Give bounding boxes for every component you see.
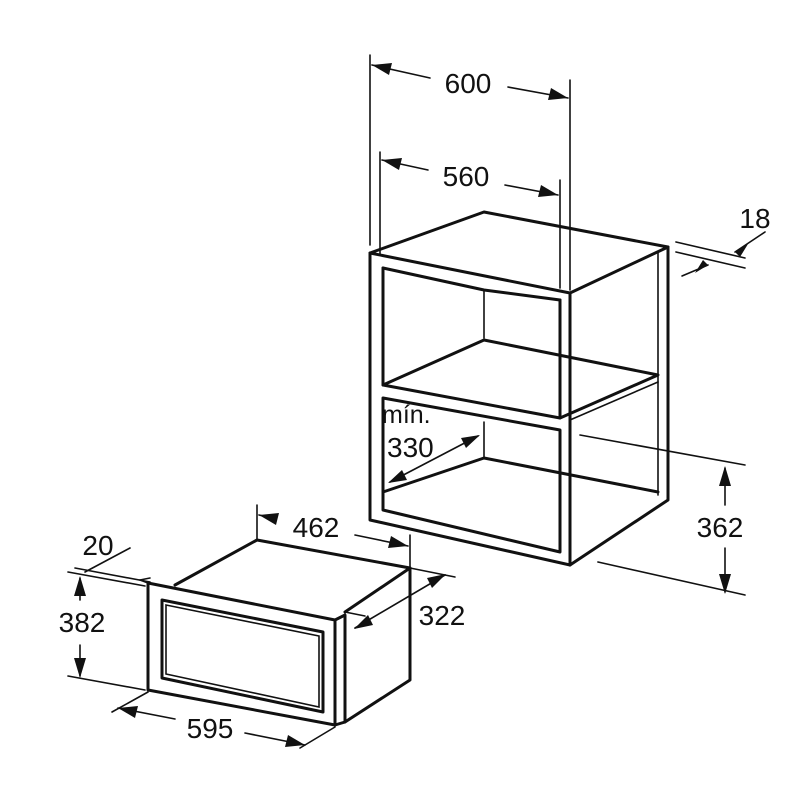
dim-382: 382 — [59, 571, 146, 691]
dim-560: 560 — [379, 151, 561, 289]
dim-595: 595 — [111, 691, 336, 749]
arrowhead — [548, 88, 568, 100]
arrowhead — [382, 158, 402, 170]
cabinet-lower-opening — [381, 396, 562, 554]
ext-line — [597, 561, 746, 596]
arrowhead — [118, 706, 138, 718]
arrowhead — [735, 244, 748, 257]
dim-label: 595 — [187, 713, 234, 744]
ext-line — [67, 675, 146, 691]
cabinet-top-edge — [368, 210, 670, 295]
appliance-body-side — [343, 566, 412, 724]
dim-line — [389, 435, 479, 483]
arrowhead — [538, 185, 558, 197]
dim-line — [734, 231, 766, 253]
dim-label: 462 — [293, 512, 340, 543]
arrowhead — [719, 574, 731, 594]
appliance-front-edge — [333, 613, 347, 727]
dim-label: 600 — [445, 68, 492, 99]
dim-label: 20 — [82, 530, 113, 561]
cabinet-bottom-back — [381, 456, 660, 494]
dim-20: 20 — [74, 530, 151, 583]
cabinet-upper-opening — [381, 266, 562, 420]
ext-line — [299, 726, 336, 749]
dim-label: 18 — [739, 203, 770, 234]
appliance-drawing — [139, 538, 412, 727]
cabinet-side-panel — [568, 245, 670, 567]
appliance-body-top — [173, 538, 412, 614]
ext-line — [675, 251, 746, 269]
appliance-window — [160, 598, 325, 714]
arrowhead — [461, 435, 480, 448]
arrowhead — [74, 658, 86, 678]
arrowhead — [388, 536, 408, 548]
dim-label: 330 — [387, 432, 434, 463]
dim-line — [84, 547, 131, 573]
dim-label: 322 — [419, 600, 466, 631]
cabinet-drawing — [368, 210, 670, 567]
dim-462: 462 — [256, 504, 411, 569]
dim-label: 382 — [59, 607, 106, 638]
dim-322: 322 — [344, 567, 466, 631]
ext-line — [579, 434, 746, 466]
arrowhead — [719, 466, 731, 486]
arrowhead — [74, 576, 86, 596]
arrowhead — [285, 735, 305, 747]
dim-600: 600 — [369, 54, 571, 291]
dim-label: 560 — [443, 161, 490, 192]
arrowhead — [372, 63, 392, 75]
arrowhead — [388, 470, 407, 483]
ext-line — [67, 571, 146, 587]
arrowhead — [354, 615, 373, 629]
arrowhead — [259, 513, 279, 525]
dim-min-330: mín. 330 — [382, 401, 480, 483]
ext-line — [344, 611, 366, 617]
dim-label: 362 — [697, 512, 744, 543]
arrowhead — [695, 260, 708, 273]
min-label: mín. — [382, 401, 431, 429]
ext-line — [675, 241, 746, 259]
appliance-window-inner — [165, 604, 320, 708]
cabinet-shelf-side — [569, 381, 659, 421]
ext-line — [409, 567, 456, 578]
arrowhead — [427, 574, 446, 588]
cabinet-shelf — [381, 338, 660, 420]
dim-362: 362 — [579, 434, 746, 596]
dim-18: 18 — [675, 203, 771, 277]
